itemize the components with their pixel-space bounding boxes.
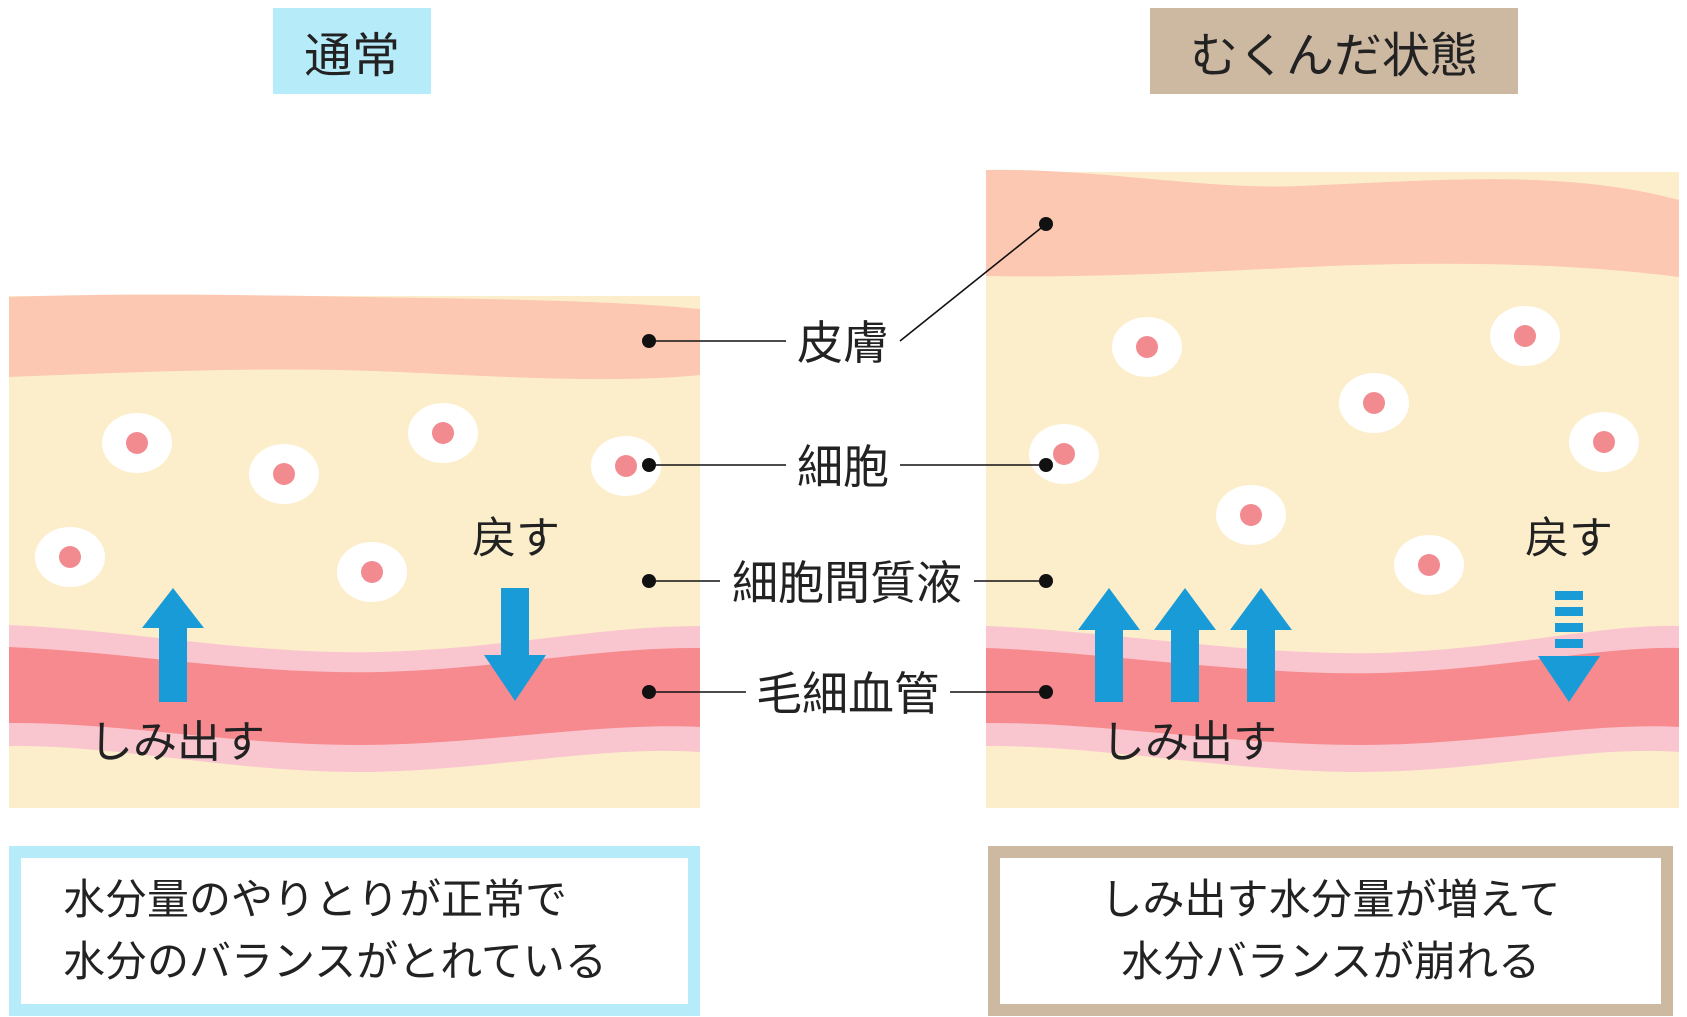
swollen-seep-arrow — [1078, 588, 1140, 702]
normal-cell — [337, 542, 407, 602]
normal-note-line-1: 水分量のやりとりが正常で — [63, 875, 568, 924]
swollen-title: むくんだ状態 — [1150, 8, 1518, 94]
label-cell: 細胞 — [797, 440, 889, 494]
swollen-cell — [1029, 424, 1099, 484]
swollen-return-label: 戻す — [1525, 513, 1613, 564]
swollen-tissue-panel — [986, 169, 1679, 808]
normal-return-label: 戻す — [472, 513, 560, 564]
swollen-cell — [1112, 317, 1182, 377]
normal-return-arrow — [484, 588, 546, 701]
normal-note-box: 水分量のやりとりが正常で 水分のバランスがとれている — [9, 846, 700, 1016]
normal-cell — [102, 413, 172, 473]
swollen-note-box: しみ出す水分量が増えて 水分バランスが崩れる — [988, 846, 1673, 1016]
swollen-cell — [1216, 485, 1286, 545]
normal-tissue-panel — [9, 294, 700, 808]
swollen-capillary-inner — [986, 647, 1679, 745]
normal-note-line-2: 水分のバランスがとれている — [63, 937, 607, 986]
swollen-seep-arrow — [1230, 588, 1292, 702]
label-leaders — [642, 217, 1053, 699]
swollen-cell — [1394, 535, 1464, 595]
normal-seep-arrow — [142, 588, 204, 702]
swollen-skin-layer — [986, 169, 1679, 277]
normal-cell — [35, 527, 105, 587]
swollen-note-line-1: しみ出す水分量が増えて — [1100, 875, 1561, 924]
swollen-cell — [1569, 412, 1639, 472]
swollen-cell — [1339, 373, 1409, 433]
normal-cell — [591, 436, 661, 496]
normal-title-text: 通常 — [303, 28, 400, 84]
swollen-note-line-2: 水分バランスが崩れる — [1120, 937, 1541, 986]
normal-skin-layer — [9, 294, 700, 380]
normal-cell — [408, 403, 478, 463]
swollen-title-text: むくんだ状態 — [1189, 28, 1478, 84]
label-interstitial-fluid: 細胞間質液 — [732, 556, 962, 610]
swollen-return-arrow-dashed — [1538, 591, 1600, 702]
swollen-cell — [1490, 306, 1560, 366]
normal-seep-label: しみ出す — [89, 717, 265, 768]
normal-cell — [249, 444, 319, 504]
swollen-seep-arrow — [1154, 588, 1216, 702]
label-capillary: 毛細血管 — [756, 667, 940, 721]
label-skin: 皮膚 — [797, 316, 889, 370]
normal-title: 通常 — [273, 8, 431, 94]
swollen-seep-label: しみ出す — [1101, 717, 1277, 768]
